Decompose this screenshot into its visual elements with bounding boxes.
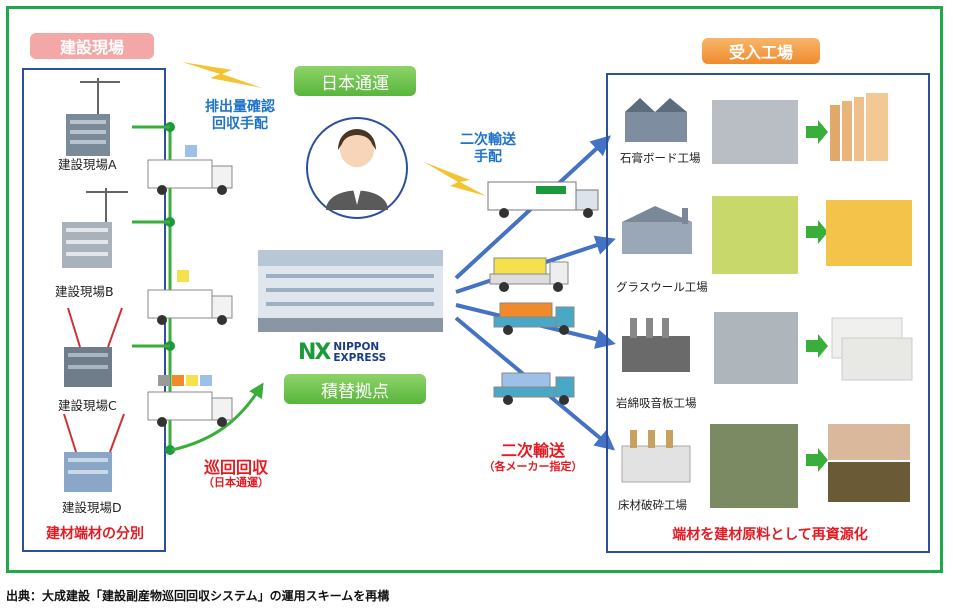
building-a-icon <box>66 78 120 156</box>
route-node-d <box>165 445 175 455</box>
glasswool-product-icon <box>826 200 912 266</box>
floor-photo <box>710 424 798 508</box>
recycling-label: 端材を建材原料として再資源化 <box>672 527 868 543</box>
site-b-label: 建設現場B <box>55 284 114 299</box>
receiving-factories-panel <box>606 73 930 553</box>
secondary-transport-note: 二次輸送 手配 <box>460 132 516 165</box>
secondary-truck-3-icon <box>493 302 575 335</box>
truck-b-icon <box>147 270 233 325</box>
secondary-transport-title: 二次輸送 <box>500 441 565 460</box>
floor-arrow-icon <box>806 448 828 472</box>
secondary-transport-sub: （各メーカー指定） <box>483 460 583 473</box>
site-d-label: 建設現場D <box>62 500 122 515</box>
lightning-left-icon <box>182 62 262 88</box>
floor-product-icon <box>828 424 910 502</box>
receiving-factory-tag: 受入工場 <box>702 38 820 64</box>
rockwool-factory-icon <box>622 318 690 372</box>
gypsum-factory-icon <box>625 98 687 142</box>
construction-site-tag: 建設現場 <box>30 33 154 59</box>
gypsum-product-icon <box>830 93 888 161</box>
glasswool-factory-label: グラスウール工場 <box>616 280 708 294</box>
site-c-label: 建設現場C <box>58 398 117 413</box>
secondary-truck-2-icon <box>489 257 569 292</box>
secondary-truck-4-icon <box>493 372 575 405</box>
building-d-icon <box>63 413 125 492</box>
nittsu-label: 日本通運 <box>294 66 416 96</box>
nx-logo-name: NIPPON EXPRESS <box>333 340 387 364</box>
operator-icon <box>306 117 408 219</box>
rockwool-product-icon <box>831 317 913 381</box>
gypsum-arrow-icon <box>806 120 828 144</box>
source-caption: 出典：大成建設「建設副産物巡回回収システム」の運用スキームを再構 <box>6 589 390 603</box>
glasswool-factory-icon <box>622 206 692 254</box>
rockwool-factory-label: 岩綿吸音板工場 <box>616 396 697 410</box>
rockwool-photo <box>714 312 798 384</box>
truck-c-icon <box>147 375 233 427</box>
lightning-right-icon <box>424 162 486 196</box>
glasswool-arrow-icon <box>806 220 828 244</box>
glasswool-photo <box>712 196 798 274</box>
secondary-truck-1-icon <box>487 181 599 218</box>
floor-crusher-factory-label: 床材破砕工場 <box>618 498 687 512</box>
patrol-arrow <box>171 382 264 452</box>
building-b-icon <box>62 188 128 268</box>
hub-building-icon <box>258 250 443 332</box>
gypsum-factory-label: 石膏ボード工場 <box>620 151 701 165</box>
gypsum-photo <box>712 100 798 164</box>
site-a-label: 建設現場A <box>58 157 117 172</box>
sorting-label: 建材端材の分別 <box>46 526 144 542</box>
site-illustrations <box>62 78 128 492</box>
rockwool-arrow-icon <box>806 334 828 358</box>
nippon-express-logo: NX NIPPON EXPRESS <box>298 340 386 365</box>
patrol-collection-title: 巡回回収 <box>203 458 268 477</box>
nx-logo-mark: NX <box>298 340 331 365</box>
truck-a-icon <box>147 145 233 195</box>
patrol-collection-sub: （日本通運） <box>203 476 269 489</box>
floor-crusher-factory-icon <box>621 430 691 483</box>
dispatch-note: 排出量確認 回収手配 <box>205 99 275 132</box>
outer-frame <box>6 6 943 573</box>
transfer-hub-label: 積替拠点 <box>284 374 426 404</box>
building-c-icon <box>64 307 123 387</box>
